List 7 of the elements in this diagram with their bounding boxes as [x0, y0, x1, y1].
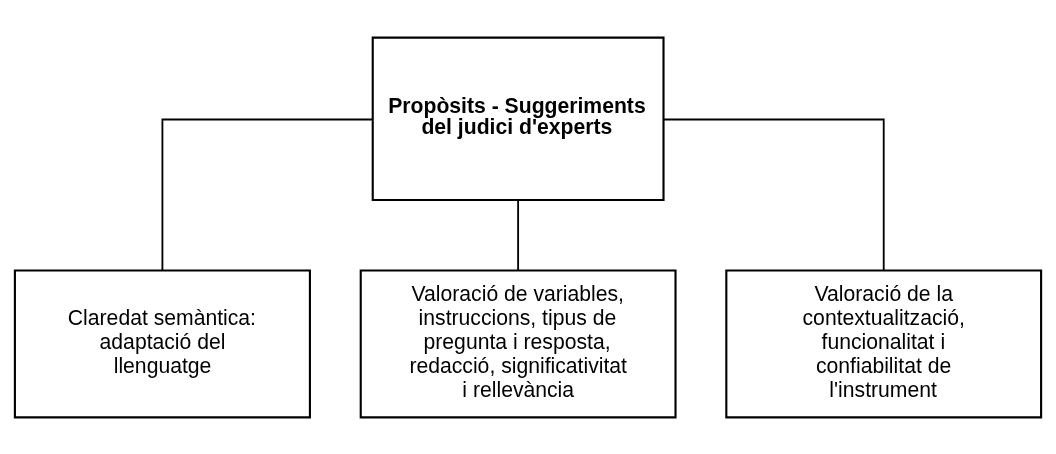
node-box: Valoració de la contextualització, funcionalitat i confiabilitat de l'instrument: [725, 269, 1043, 418]
node-box: Valoració de variables, instruccions, tipus de pregunta i resposta, redacció, significativitat i rellevància: [359, 269, 677, 418]
node-box: Claredat semàntica: adaptació del llenguatge: [13, 269, 311, 418]
node-box: Propòsits - Suggeriments del judici d'experts: [371, 36, 665, 201]
connector: [161, 118, 374, 271]
connector: [662, 118, 885, 271]
connector: [517, 198, 520, 271]
